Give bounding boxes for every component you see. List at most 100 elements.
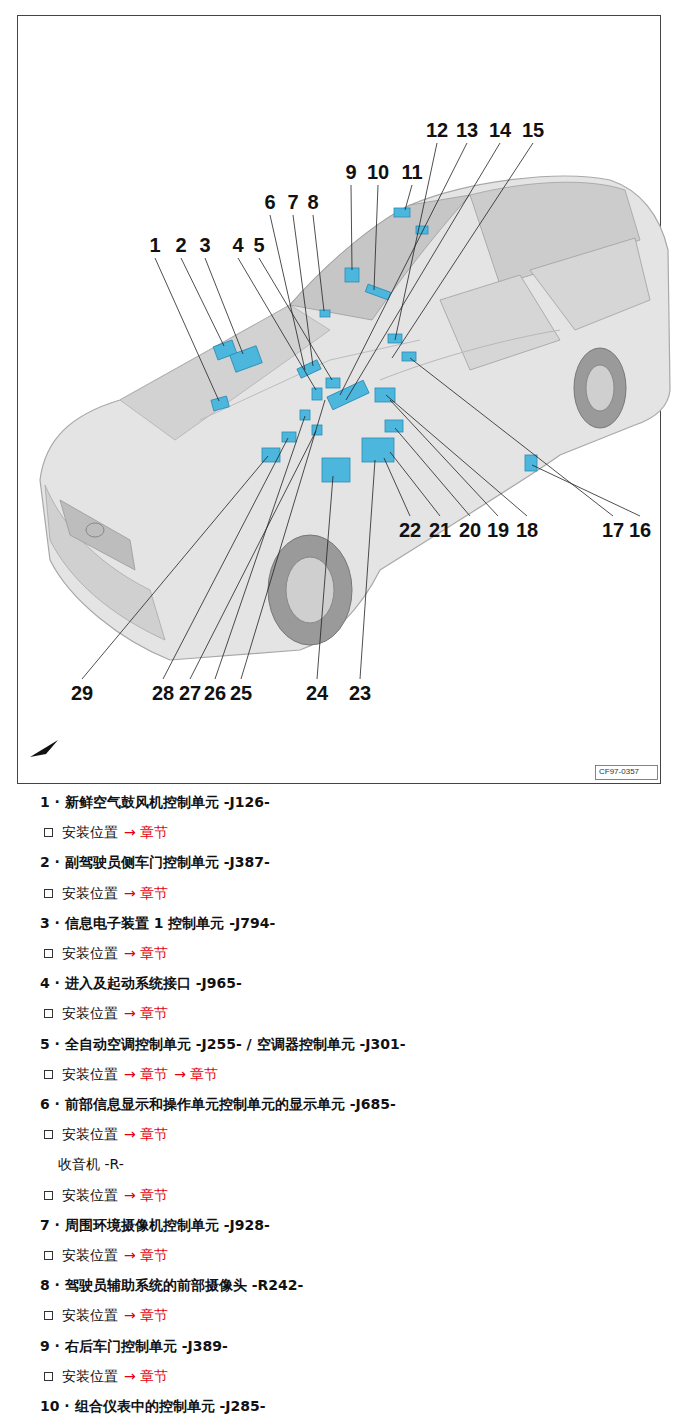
callout-number: 11 [401, 162, 422, 182]
list-row: 1 · 新鲜空气鼓风机控制单元 -J126- [40, 792, 270, 814]
component-title: 6 · 前部信息显示和操作单元控制单元的显示单元 -J685- [40, 1096, 396, 1114]
callout-number: 29 [71, 683, 93, 703]
list-row: 4 · 进入及起动系统接口 -J965- [40, 973, 242, 995]
chapter-link: → 章节 [124, 824, 168, 842]
component-title: 7 · 周围环境摄像机控制单元 -J928- [40, 1217, 270, 1235]
list-text: 安装位置 [62, 885, 118, 903]
list-row: 安装位置 → 章节 [44, 943, 168, 965]
list-row: 9 · 右后车门控制单元 -J389- [40, 1336, 228, 1358]
list-row: 10 · 组合仪表中的控制单元 -J285- [40, 1396, 265, 1418]
checkbox-symbol [44, 1009, 54, 1019]
component-title: 1 · 新鲜空气鼓风机控制单元 -J126- [40, 794, 270, 812]
chapter-link: → 章节 [124, 1187, 168, 1205]
checkbox-symbol [44, 1372, 54, 1382]
list-row: 2 · 副驾驶员侧车门控制单元 -J387- [40, 852, 270, 874]
callout-number: 22 [399, 520, 421, 540]
checkbox-symbol [44, 828, 54, 838]
chapter-link: → 章节 [124, 1247, 168, 1265]
component-title: 8 · 驾驶员辅助系统的前部摄像头 -R242- [40, 1277, 303, 1295]
list-text: 安装位置 [62, 1247, 118, 1265]
figure-code-box [596, 766, 658, 780]
chapter-link: → 章节 [124, 1307, 168, 1325]
list-text: 收音机 -R- [58, 1156, 124, 1174]
list-row: 安装位置 → 章节 [44, 1003, 168, 1025]
list-row: 安装位置 → 章节 [44, 1245, 168, 1267]
component-title: 2 · 副驾驶员侧车门控制单元 -J387- [40, 854, 270, 872]
callout-number: 18 [516, 520, 538, 540]
callout-number: 4 [232, 235, 243, 255]
callout-number: 3 [199, 235, 210, 255]
list-text: 安装位置 [62, 1066, 118, 1084]
list-row: 安装位置 → 章节 [44, 1185, 168, 1207]
callout-number: 19 [487, 520, 509, 540]
list-row: 安装位置 → 章节 [44, 822, 168, 844]
list-row: 8 · 驾驶员辅助系统的前部摄像头 -R242- [40, 1275, 303, 1297]
callout-number: 10 [367, 162, 389, 182]
callout-number: 7 [287, 192, 298, 212]
list-text: 安装位置 [62, 1005, 118, 1023]
callout-number: 17 [602, 520, 624, 540]
list-text: 安装位置 [62, 1368, 118, 1386]
list-row: 安装位置 → 章节 [44, 1124, 168, 1146]
list-row: 收音机 -R- [58, 1154, 124, 1176]
chapter-link: → 章节 [124, 1066, 168, 1084]
callout-number: 27 [179, 683, 201, 703]
component-title: 4 · 进入及起动系统接口 -J965- [40, 975, 242, 993]
callout-number: 9 [345, 162, 356, 182]
list-text: 安装位置 [62, 1126, 118, 1144]
list-row: 5 · 全自动空调控制单元 -J255- / 空调器控制单元 -J301- [40, 1034, 406, 1056]
callout-number: 15 [522, 120, 544, 140]
component-title: 10 · 组合仪表中的控制单元 -J285- [40, 1398, 265, 1416]
checkbox-symbol [44, 1130, 54, 1140]
checkbox-symbol [44, 889, 54, 899]
callout-number: 12 [426, 120, 448, 140]
checkbox-symbol [44, 1311, 54, 1321]
callout-number: 20 [459, 520, 481, 540]
figure-code: CF97-0357 [599, 766, 639, 778]
list-row: 6 · 前部信息显示和操作单元控制单元的显示单元 -J685- [40, 1094, 396, 1116]
callout-number: 8 [307, 192, 318, 212]
checkbox-symbol [44, 1070, 54, 1080]
callout-number: 6 [264, 192, 275, 212]
callout-number: 23 [349, 683, 371, 703]
chapter-link: → 章节 [124, 1005, 168, 1023]
list-text: 安装位置 [62, 945, 118, 963]
callout-number: 2 [175, 235, 186, 255]
control-units [211, 208, 537, 482]
chapter-link: → 章节 [124, 945, 168, 963]
callout-number: 16 [629, 520, 651, 540]
callout-number: 26 [204, 683, 226, 703]
list-text: 安装位置 [62, 1187, 118, 1205]
checkbox-symbol [44, 1191, 54, 1201]
callout-number: 5 [253, 235, 264, 255]
list-row: 安装位置 → 章节 [44, 1305, 168, 1327]
list-text: 安装位置 [62, 824, 118, 842]
list-row: 7 · 周围环境摄像机控制单元 -J928- [40, 1215, 270, 1237]
component-title: 5 · 全自动空调控制单元 -J255- / 空调器控制单元 -J301- [40, 1036, 406, 1054]
component-title: 3 · 信息电子装置 1 控制单元 -J794- [40, 915, 275, 933]
checkbox-symbol [44, 949, 54, 959]
callout-number: 1 [149, 235, 160, 255]
chapter-link: → 章节 [124, 1126, 168, 1144]
chapter-link: → 章节 [124, 885, 168, 903]
callout-number: 13 [456, 120, 478, 140]
list-row: 安装位置 → 章节 [44, 883, 168, 905]
chapter-link: → 章节 [124, 1368, 168, 1386]
list-row: 3 · 信息电子装置 1 控制单元 -J794- [40, 913, 275, 935]
orientation-arrow [30, 740, 58, 757]
callout-number: 25 [230, 683, 252, 703]
car-body [40, 176, 670, 660]
component-title: 9 · 右后车门控制单元 -J389- [40, 1338, 228, 1356]
callout-number: 28 [152, 683, 174, 703]
callout-number: 21 [429, 520, 451, 540]
chapter-link: → 章节 [174, 1066, 218, 1084]
list-row: 安装位置 → 章节 [44, 1366, 168, 1388]
list-text: 安装位置 [62, 1307, 118, 1325]
leader-lines [82, 143, 640, 679]
callout-number: 14 [489, 120, 511, 140]
checkbox-symbol [44, 1251, 54, 1261]
callout-number: 24 [306, 683, 328, 703]
list-row: 安装位置 → 章节 → 章节 [44, 1064, 218, 1086]
